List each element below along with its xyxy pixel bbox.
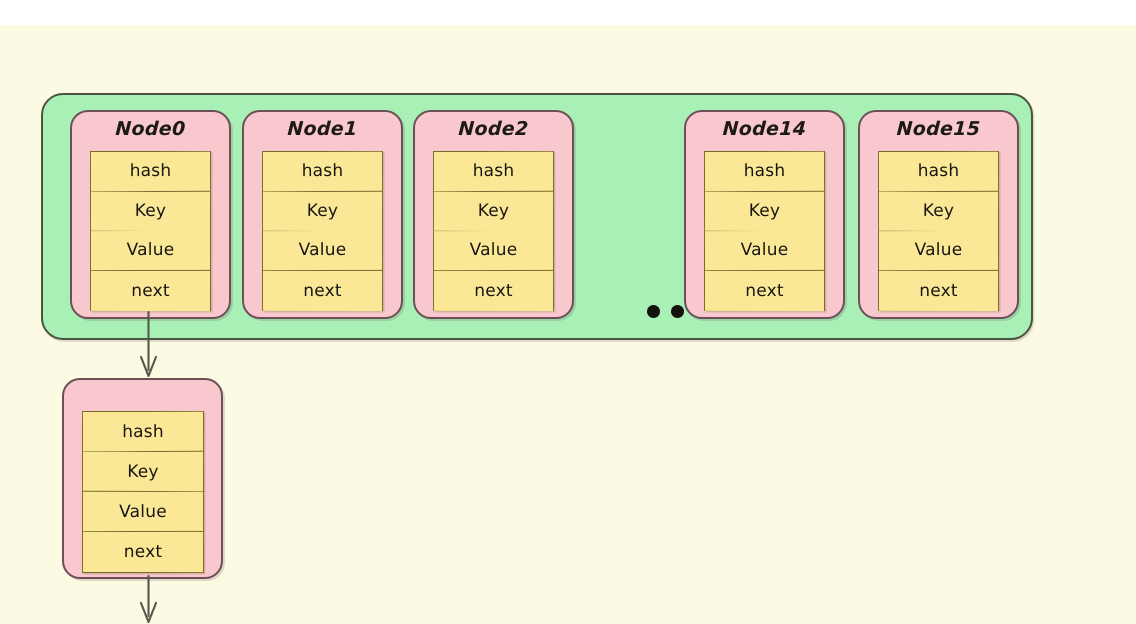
chain-node[interactable]: hash Key Value next xyxy=(62,378,223,579)
field-key: Key xyxy=(878,191,999,232)
field-next: next xyxy=(433,270,554,311)
field-hash: hash xyxy=(90,151,211,192)
field-hash: hash xyxy=(433,151,554,192)
node-node2[interactable]: Node2 hash Key Value next xyxy=(413,110,574,319)
field-hash: hash xyxy=(82,411,204,453)
field-next: next xyxy=(704,270,825,311)
node-node0[interactable]: Node0 hash Key Value next xyxy=(70,110,231,319)
node-node15[interactable]: Node15 hash Key Value next xyxy=(858,110,1019,319)
ellipsis-dot xyxy=(670,304,684,318)
node-title: Node1 xyxy=(286,118,359,140)
chain-node-fields: hash Key Value next xyxy=(82,411,204,573)
node-title: Node2 xyxy=(457,118,530,140)
field-hash: hash xyxy=(704,151,825,192)
field-key: Key xyxy=(262,191,383,232)
node-node1[interactable]: Node1 hash Key Value next xyxy=(242,110,403,319)
arrow-node0-to-chain-node xyxy=(139,310,158,378)
node-fields: hash Key Value next xyxy=(878,151,999,311)
node-title: Node0 xyxy=(114,118,187,140)
field-key: Key xyxy=(433,191,554,232)
field-next: next xyxy=(262,270,383,311)
field-key: Key xyxy=(90,191,211,232)
field-key: Key xyxy=(704,191,825,232)
ellipsis-dot xyxy=(647,304,660,318)
field-hash: hash xyxy=(262,151,383,192)
field-value: Value xyxy=(90,230,211,271)
field-value: Value xyxy=(878,230,999,271)
field-value: Value xyxy=(433,230,554,271)
node-node14[interactable]: Node14 hash Key Value next xyxy=(684,110,845,319)
node-title: Node14 xyxy=(722,118,807,140)
node-fields: hash Key Value next xyxy=(433,151,554,311)
field-value: Value xyxy=(704,230,825,271)
top-white-strip xyxy=(0,0,1136,25)
field-value: Value xyxy=(82,491,204,533)
arrow-chain-node-to-next xyxy=(139,574,158,624)
field-key: Key xyxy=(82,451,204,493)
node-fields: hash Key Value next xyxy=(90,151,211,311)
node-fields: hash Key Value next xyxy=(262,151,383,311)
field-next: next xyxy=(878,270,999,311)
node-fields: hash Key Value next xyxy=(704,151,825,311)
field-value: Value xyxy=(262,230,383,271)
field-hash: hash xyxy=(878,151,999,192)
field-next: next xyxy=(82,531,204,573)
bucket-array-container: Node0 hash Key Value next Node1 hash Key… xyxy=(41,93,1033,340)
node-title: Node15 xyxy=(896,118,981,140)
